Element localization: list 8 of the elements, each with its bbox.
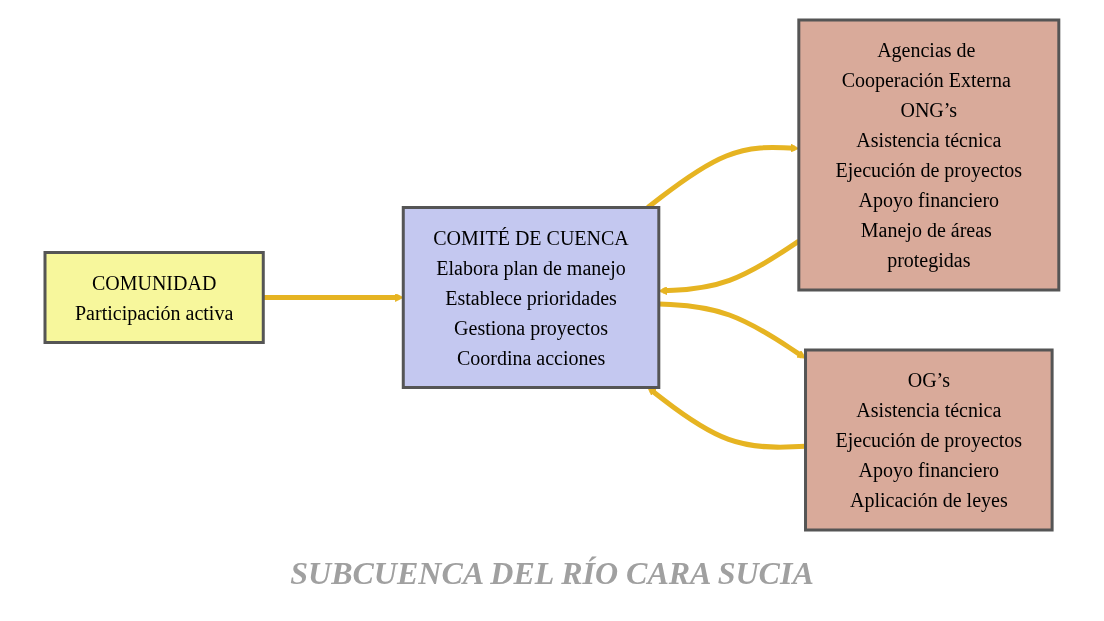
node-box: COMITÉ DE CUENCA Elabora plan de manejo Establece prioridades Gestiona proyectos Coordina acciones [401, 206, 661, 389]
arrow [658, 301, 806, 359]
node-box: Agencias de Cooperación Externa ONG’s Asistencia técnica Ejecución de proyectos Apoyo financiero Manejo de áreas protegidas [797, 18, 1061, 292]
node-box: OG’s Asistencia técnica Ejecución de proyectos Apoyo financiero Aplicación de leyes [804, 348, 1054, 532]
caption: SUBCUENCA DEL RÍO CARA SUCIA [290, 555, 814, 591]
arrow [647, 387, 806, 450]
arrow [263, 293, 404, 302]
node-box: COMUNIDAD Participación activa [43, 251, 265, 344]
